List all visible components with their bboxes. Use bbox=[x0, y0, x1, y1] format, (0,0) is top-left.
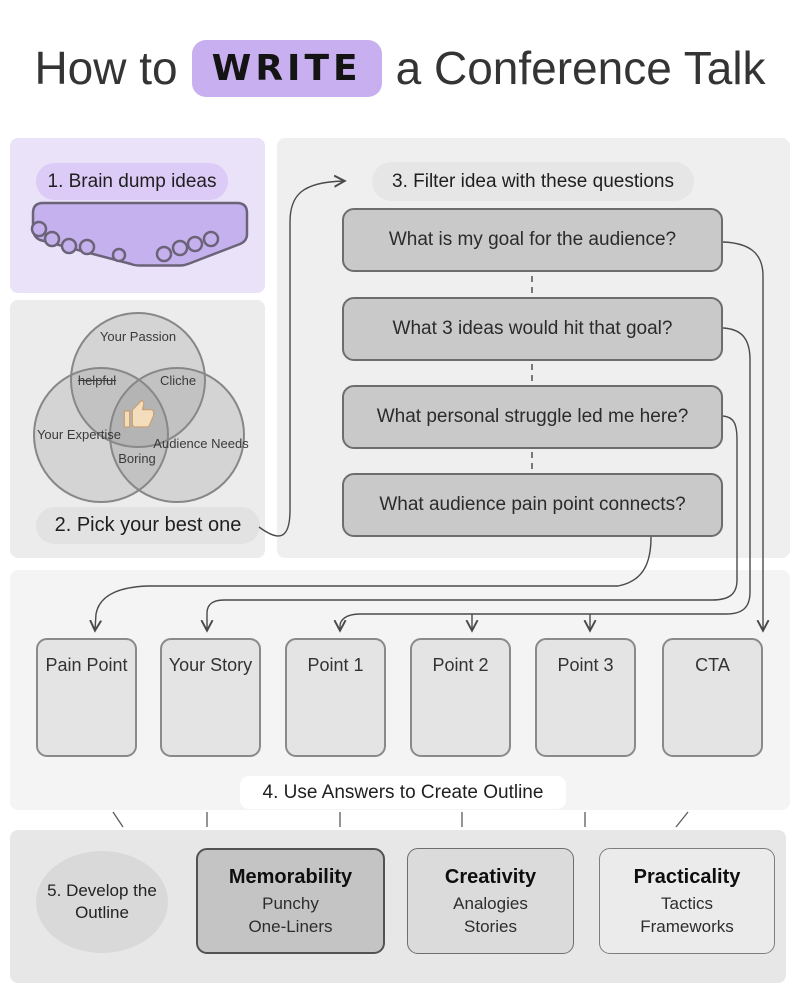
develop-card-creativity: Creativity Analogies Stories bbox=[407, 848, 574, 954]
title-post: a Conference Talk bbox=[395, 42, 766, 94]
card-title: Practicality bbox=[633, 866, 741, 889]
write-highlight: WRITE bbox=[191, 39, 382, 97]
step5-blob: 5. Develop the Outline bbox=[36, 851, 168, 953]
step1-pill: 1. Brain dump ideas bbox=[36, 163, 228, 200]
card-line: Stories bbox=[464, 916, 517, 936]
question-box-struggle: What personal struggle led me here? bbox=[342, 385, 723, 449]
step2-pill: 2. Pick your best one bbox=[36, 507, 260, 544]
outline-box-pain-point: Pain Point bbox=[36, 638, 137, 757]
question-box-pain: What audience pain point connects? bbox=[342, 473, 723, 537]
outline-box-point-1: Point 1 bbox=[285, 638, 386, 757]
page-title: How to WRITE a Conference Talk bbox=[0, 28, 800, 108]
step3-pill: 3. Filter idea with these questions bbox=[372, 162, 694, 201]
card-title: Creativity bbox=[444, 866, 537, 889]
question-box-goal: What is my goal for the audience? bbox=[342, 208, 723, 272]
outline-box-point-3: Point 3 bbox=[535, 638, 636, 757]
card-line: One-Liners bbox=[248, 916, 333, 936]
card-line: Analogies bbox=[453, 894, 528, 914]
card-line: Punchy bbox=[262, 894, 319, 914]
develop-card-practicality: Practicality Tactics Frameworks bbox=[599, 848, 775, 954]
venn-label-helpful: helpful bbox=[77, 373, 117, 388]
brain-dump-panel bbox=[10, 138, 265, 293]
outline-box-cta: CTA bbox=[662, 638, 763, 757]
develop-card-memorability: Memorability Punchy One-Liners bbox=[196, 848, 385, 954]
question-box-ideas: What 3 ideas would hit that goal? bbox=[342, 297, 723, 361]
step4-pill: 4. Use Answers to Create Outline bbox=[240, 776, 566, 809]
outline-box-point-2: Point 2 bbox=[410, 638, 511, 757]
venn-label-boring: Boring bbox=[118, 451, 156, 466]
card-line: Frameworks bbox=[640, 916, 734, 936]
venn-label-your-expertise: Your Expertise bbox=[36, 427, 122, 442]
card-line: Tactics bbox=[661, 894, 713, 914]
card-title: Memorability bbox=[228, 866, 353, 889]
title-pre: How to bbox=[34, 42, 178, 94]
venn-label-cliche: Cliche bbox=[159, 373, 197, 388]
venn-label-your-passion: Your Passion bbox=[99, 329, 177, 344]
venn-label-audience-needs: Audience Needs bbox=[153, 436, 249, 451]
outline-box-your-story: Your Story bbox=[160, 638, 261, 757]
